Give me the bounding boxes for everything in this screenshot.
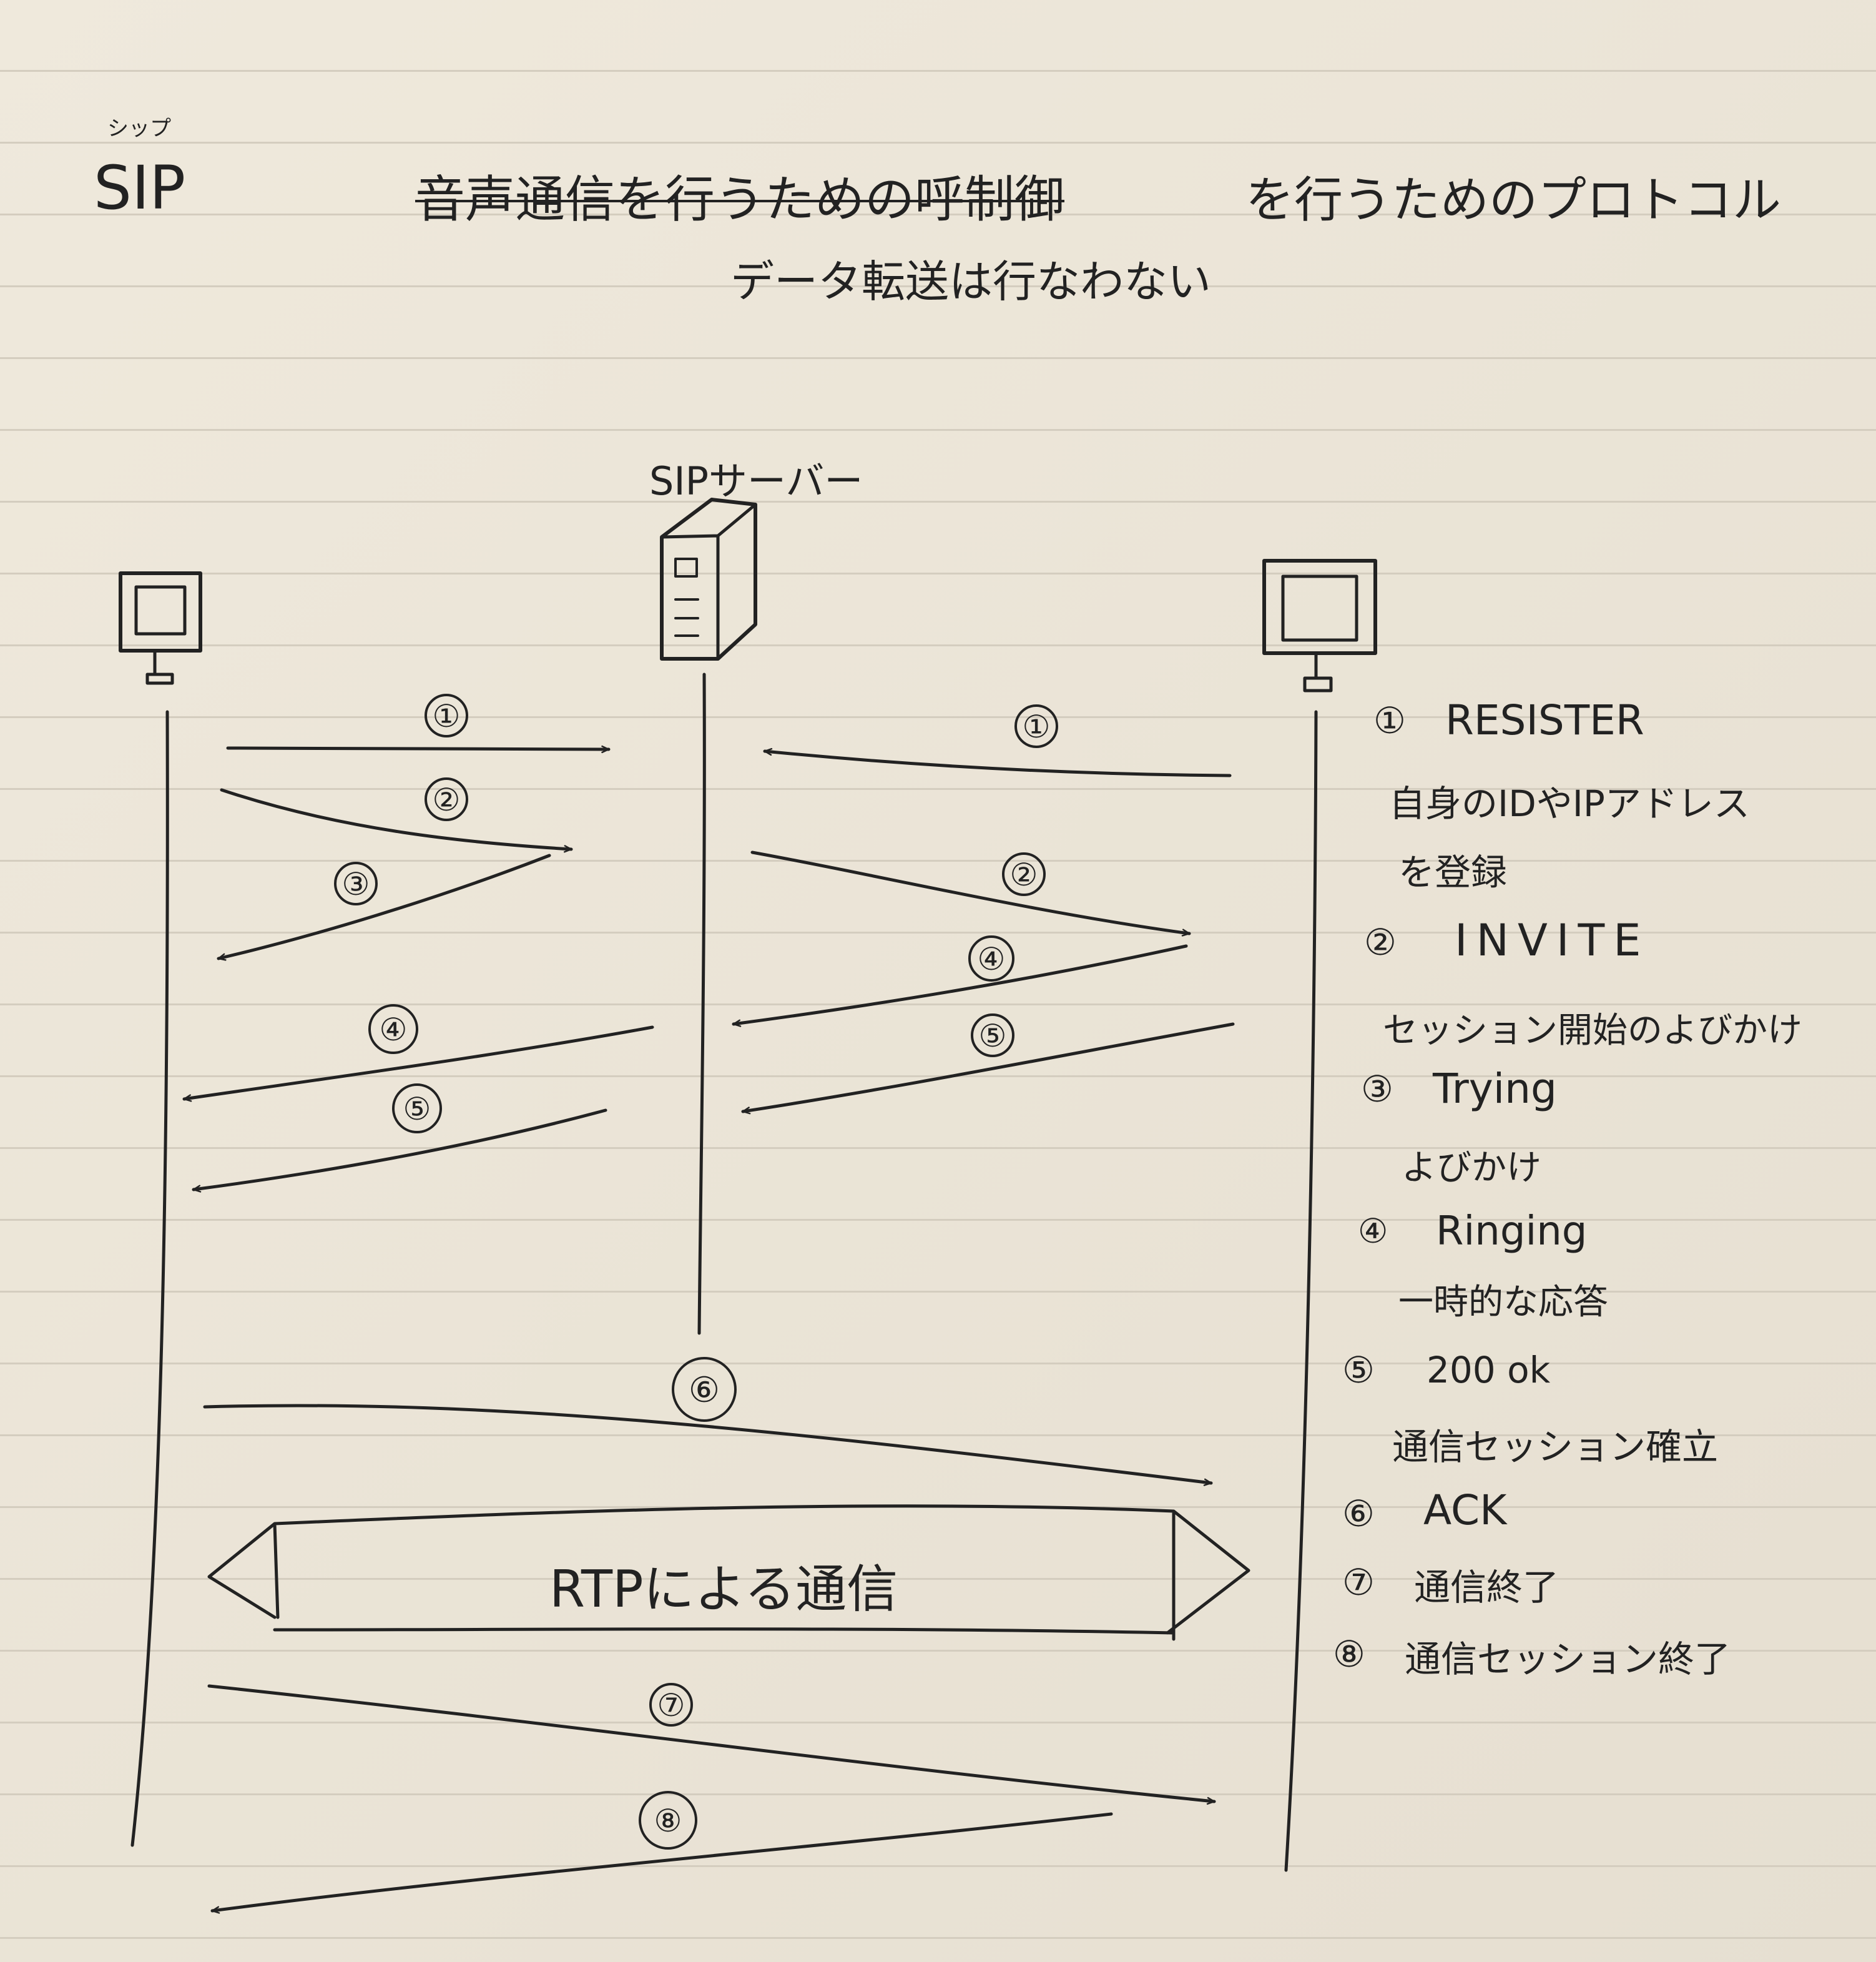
legend-desc-5: 通信セッション確立: [1392, 1426, 1719, 1468]
page-title-abbr: SIP: [94, 153, 186, 223]
arrow-6: [203, 1404, 1211, 1483]
badge-4-left: ④: [368, 1004, 418, 1054]
badge-5-right: ⑤: [971, 1013, 1014, 1057]
badge-3-left: ③: [334, 862, 378, 905]
legend-num-1: ①: [1373, 699, 1406, 742]
legend-desc-2: セッション開始のよびかけ: [1383, 1010, 1802, 1051]
arrow-2-left: [220, 788, 571, 849]
arrow-5-left: [194, 1108, 607, 1190]
svg-text:④: ④: [978, 941, 1006, 977]
svg-text:②: ②: [1010, 857, 1038, 893]
subtitle: データ転送は行なわない: [730, 256, 1211, 307]
arrow-4-left: [184, 1025, 654, 1099]
legend-num-6: ⑥: [1342, 1492, 1375, 1535]
right-lifeline: [1284, 710, 1318, 1872]
legend-name-2: INVITE: [1455, 915, 1650, 966]
arrow-8: [212, 1812, 1113, 1911]
legend-name-7: 通信終了: [1414, 1566, 1559, 1609]
badge-5-left: ⑤: [392, 1083, 442, 1133]
badge-1-left: ①: [425, 694, 468, 737]
title-struck: 音声通信を行うための呼制御: [415, 170, 1064, 229]
svg-text:⑦: ⑦: [657, 1687, 685, 1723]
legend-num-8: ⑧: [1333, 1633, 1365, 1675]
rtp-label: RTPによる通信: [549, 1560, 898, 1619]
svg-text:⑤: ⑤: [403, 1091, 431, 1127]
legend-name-4: Ringing: [1436, 1208, 1588, 1255]
arrow-5-right: [743, 1022, 1235, 1112]
legend-name-8: 通信セッション終了: [1405, 1638, 1731, 1680]
badge-2-left: ②: [425, 777, 468, 821]
server-label: SIPサーバー: [649, 458, 863, 504]
svg-text:①: ①: [1023, 709, 1051, 745]
svg-text:①: ①: [433, 698, 461, 734]
badge-2-right: ②: [1002, 852, 1046, 896]
badge-8: ⑧: [639, 1791, 697, 1850]
legend-name-5: 200 ok: [1427, 1349, 1551, 1391]
right-pc-icon: [1262, 559, 1377, 693]
server-icon: [660, 498, 757, 661]
legend-desc2-1: を登録: [1398, 851, 1508, 894]
badge-6: ⑥: [672, 1357, 737, 1422]
svg-text:④: ④: [380, 1012, 408, 1048]
left-lifeline: [130, 710, 169, 1847]
svg-text:③: ③: [342, 866, 370, 902]
legend-num-7: ⑦: [1342, 1561, 1375, 1604]
title-rest: を行うためのプロトコル: [1245, 172, 1782, 229]
arrow-7: [207, 1684, 1214, 1802]
ruby-text: シップ: [107, 116, 171, 141]
legend-num-4: ④: [1358, 1211, 1388, 1251]
legend-name-3: Trying: [1433, 1065, 1557, 1113]
badge-7: ⑦: [649, 1683, 693, 1727]
arrow-2-right: [750, 850, 1189, 934]
svg-text:⑧: ⑧: [654, 1803, 682, 1839]
legend-desc-1: 自身のIDやIPアドレス: [1389, 782, 1750, 825]
legend-desc-4: 一時的な応答: [1398, 1282, 1608, 1323]
badge-1-right: ①: [1014, 704, 1058, 748]
svg-text:⑥: ⑥: [689, 1370, 720, 1411]
rtp-double-arrow: [207, 1504, 1250, 1641]
legend-num-5: ⑤: [1342, 1349, 1375, 1391]
legend-num-2: ②: [1364, 921, 1397, 964]
legend-name-6: ACK: [1423, 1486, 1507, 1534]
arrow-4-right: [734, 944, 1188, 1024]
legend-desc-3: よびかけ: [1402, 1148, 1541, 1188]
svg-text:⑤: ⑤: [979, 1018, 1007, 1054]
arrow-1-right: [765, 751, 1232, 777]
left-pc-icon: [119, 571, 202, 685]
legend-name-1: RESISTER: [1445, 696, 1644, 744]
badge-4-right: ④: [968, 935, 1014, 982]
arrow-1-left: [226, 748, 611, 749]
server-lifeline: [697, 673, 706, 1335]
legend-num-3: ③: [1361, 1068, 1393, 1110]
arrow-3-left: [219, 854, 551, 959]
svg-text:②: ②: [433, 782, 461, 818]
